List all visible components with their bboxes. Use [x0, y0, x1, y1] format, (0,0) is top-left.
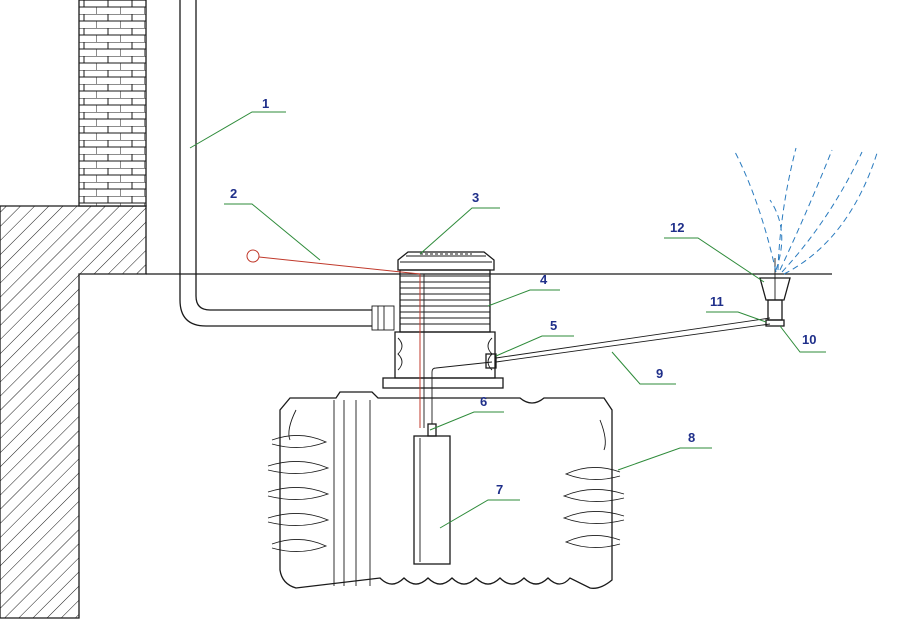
label-10: 10 [802, 332, 816, 347]
brick-wall [78, 0, 147, 207]
label-9: 9 [656, 366, 663, 381]
tank-lid [397, 251, 495, 271]
pump-hose [431, 361, 493, 424]
label-5: 5 [550, 318, 557, 333]
building-foundation [0, 205, 147, 619]
tank-body [267, 391, 625, 589]
outlet-fitting [485, 353, 497, 369]
label-2: 2 [230, 186, 237, 201]
downpipe [179, 0, 395, 331]
label-8: 8 [688, 430, 695, 445]
label-12: 12 [670, 220, 684, 235]
label-4: 4 [540, 272, 548, 287]
sprinkler [759, 258, 791, 327]
label-6: 6 [480, 394, 487, 409]
label-3: 3 [472, 190, 479, 205]
pressure-line [495, 317, 771, 363]
label-11: 11 [710, 294, 724, 309]
pump [413, 423, 451, 565]
float-switch [246, 249, 425, 428]
tank-riser [382, 269, 504, 389]
label-1: 1 [262, 96, 269, 111]
label-7: 7 [496, 482, 503, 497]
leader-lines [189, 111, 826, 529]
spray [733, 147, 879, 275]
